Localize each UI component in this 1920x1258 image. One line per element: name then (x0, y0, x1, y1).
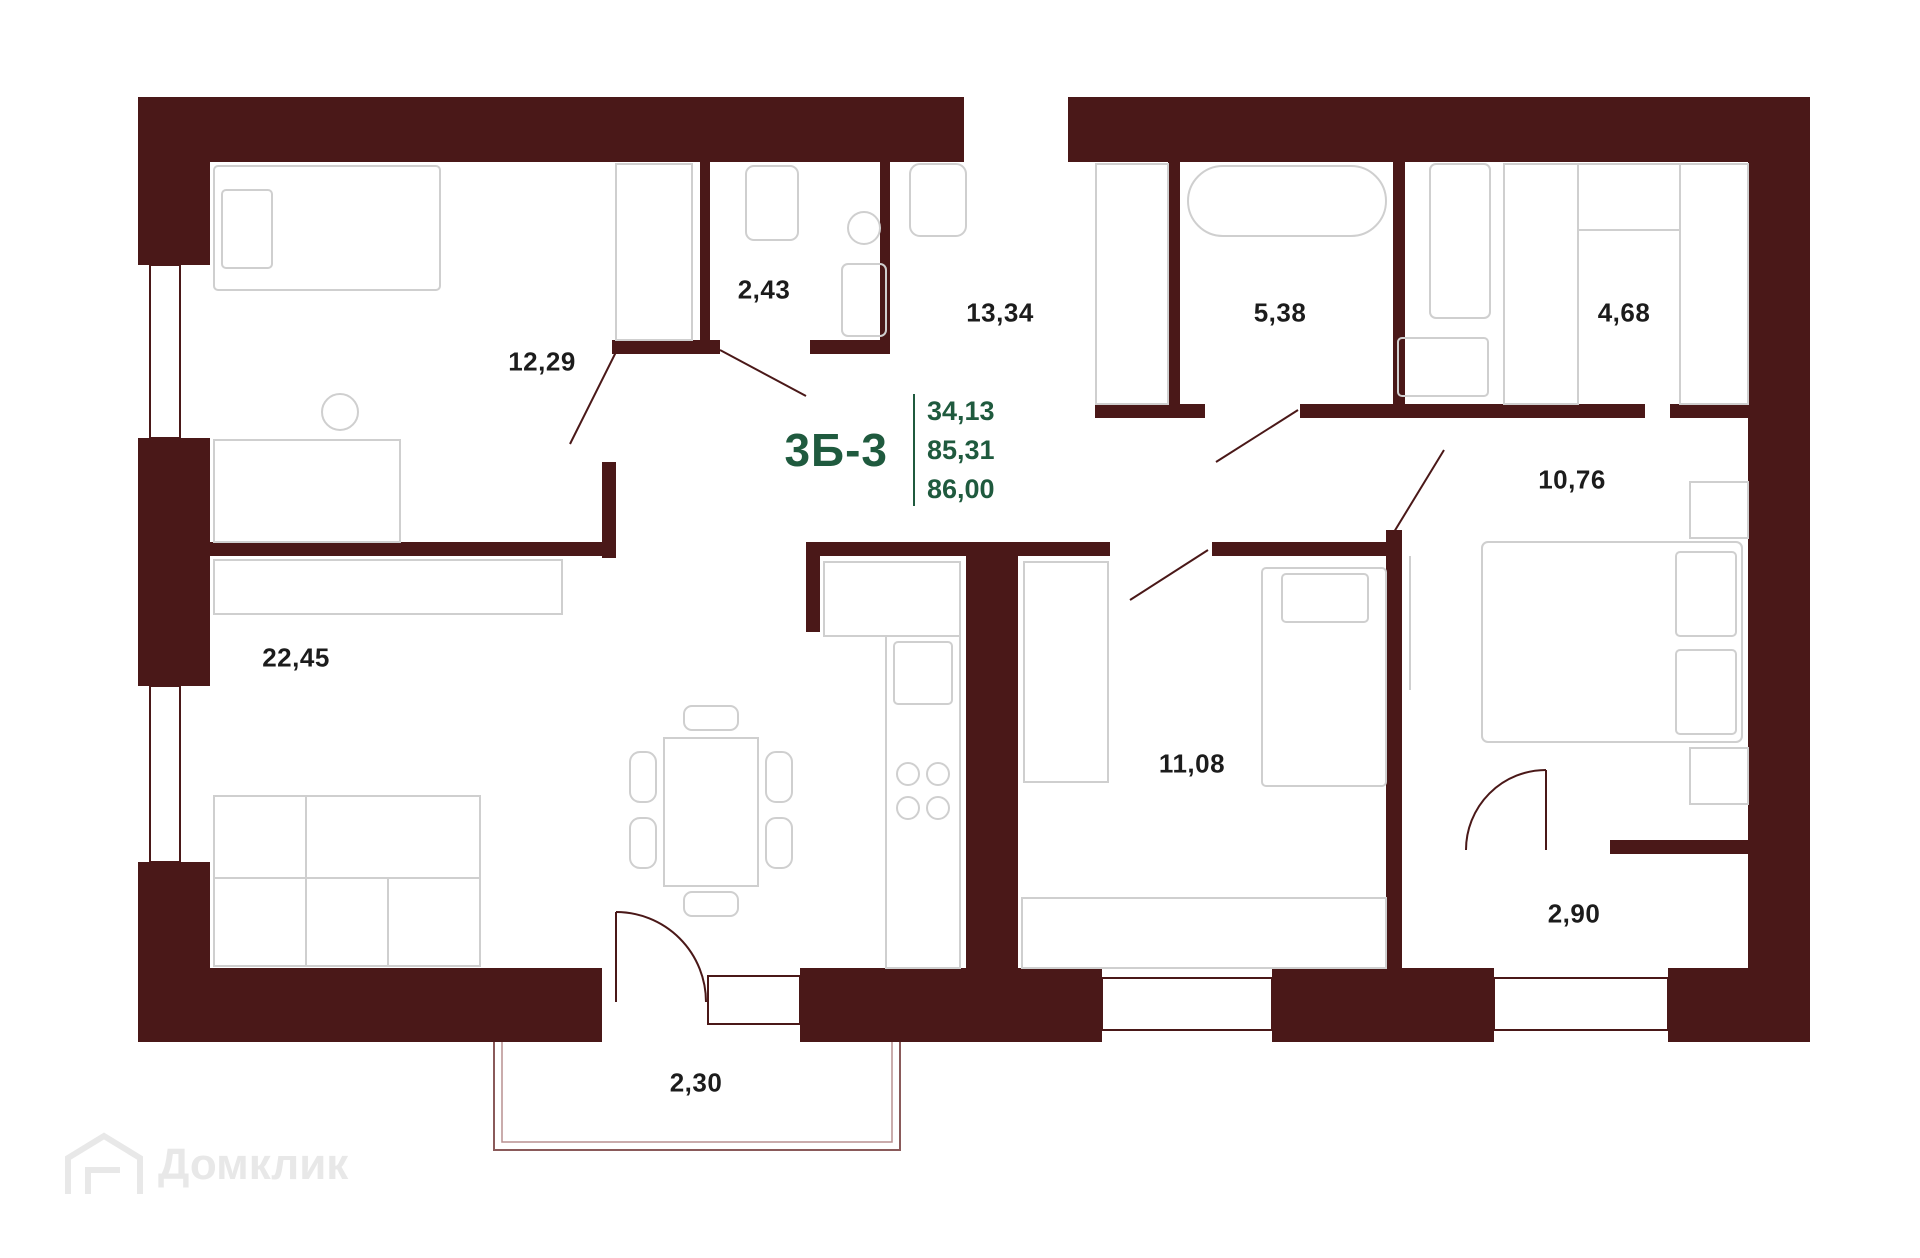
wall-top-left (138, 97, 964, 162)
door-entrance (615, 911, 707, 1003)
window-bottom-3 (707, 975, 801, 1025)
wardrobe-middle (1023, 561, 1109, 783)
doors (569, 349, 1547, 1003)
washer-bath (1397, 337, 1489, 397)
room-area-storage: 2,90 (1547, 898, 1601, 929)
apartment-code: 3Б-3 (784, 424, 888, 476)
wall-inner-q (1610, 840, 1750, 854)
door-bath (1215, 409, 1299, 463)
kitchen-counter (823, 561, 961, 637)
wardrobe-small (615, 163, 693, 341)
door-toilet (719, 349, 807, 397)
wall-left-2 (138, 438, 210, 686)
room-area-living-kitchen: 22,45 (262, 642, 330, 673)
room-area-wardrobe: 4,68 (1597, 297, 1651, 328)
wall-inner-a (612, 340, 720, 354)
wall-inner-f (810, 340, 890, 354)
windows (149, 264, 1669, 1031)
wall-right (1748, 97, 1810, 1042)
window-left-1 (149, 264, 181, 439)
wall-inner-g (1168, 160, 1180, 418)
bed-master (1481, 541, 1743, 743)
balcony-inner (501, 1042, 893, 1143)
kitchen-row (885, 635, 961, 969)
furniture (213, 163, 1749, 969)
walls (138, 97, 1810, 1042)
wardrobe-hall (1095, 163, 1169, 405)
wall-left-1 (138, 97, 210, 265)
total-area-with-balcony: 86,00 (927, 474, 995, 504)
desk-middle (1021, 897, 1387, 969)
wall-bottom-2 (800, 968, 1102, 1042)
bed-middle (1261, 567, 1387, 787)
total-area: 85,31 (927, 435, 995, 465)
apartment-totals: 34,13 85,31 86,00 (913, 394, 995, 506)
door-master (1393, 449, 1445, 533)
wall-bottom-4 (1668, 968, 1810, 1042)
window-bottom-1 (1101, 977, 1273, 1031)
wall-inner-m (806, 542, 820, 632)
washer (847, 211, 881, 245)
desk-small (213, 439, 401, 543)
wall-inner-k (1670, 404, 1750, 418)
total-living-area: 34,13 (927, 396, 995, 426)
wall-inner-n (1212, 542, 1392, 556)
chair-small (321, 393, 359, 431)
cabinet-hall (909, 163, 967, 237)
wall-inner-j (1393, 160, 1405, 418)
room-area-toilet: 2,43 (737, 274, 791, 305)
wall-inner-l (806, 542, 1110, 556)
wall-bottom-1 (138, 968, 602, 1042)
nightstand-2 (1689, 747, 1749, 805)
bed-small (213, 165, 441, 291)
bathtub (1187, 165, 1387, 237)
wall-inner-b (602, 462, 616, 558)
door-storage (1465, 769, 1547, 851)
room-area-balcony: 2,30 (669, 1067, 723, 1098)
wall-inner-c (210, 542, 616, 556)
wall-inner-p (1386, 530, 1402, 976)
tv-stand (213, 559, 563, 615)
wall-inner-d (700, 160, 710, 354)
wall-inner-e (880, 160, 890, 354)
wall-inner-i (1300, 404, 1645, 418)
balcony-outline (493, 1042, 901, 1151)
house-icon (65, 1132, 143, 1194)
sink-bath (1429, 163, 1491, 319)
room-area-bedroom-small: 12,29 (508, 346, 576, 377)
wardrobe-b (1679, 163, 1749, 405)
door-middle (1129, 549, 1209, 601)
door-bedroom-small (569, 351, 617, 445)
nightstand-1 (1689, 481, 1749, 539)
dining-table (663, 737, 759, 887)
wardrobe-a (1503, 163, 1579, 405)
wall-inner-o (966, 556, 1018, 976)
wall-bottom-3 (1272, 968, 1494, 1042)
room-area-bedroom-middle: 11,08 (1158, 748, 1226, 779)
room-area-bathroom: 5,38 (1253, 297, 1307, 328)
room-area-bedroom-master: 10,76 (1538, 464, 1606, 495)
window-left-2 (149, 685, 181, 863)
window-bottom-2 (1493, 977, 1669, 1031)
sink-toilet (841, 263, 887, 337)
wall-top-right (1068, 97, 1810, 162)
toilet-bowl (745, 165, 799, 241)
room-area-hall: 13,34 (966, 297, 1034, 328)
watermark-logo: Домклик (64, 1130, 348, 1200)
watermark-text: Домклик (158, 1140, 349, 1189)
rail-wardrobe (1577, 163, 1681, 231)
wall-inner-h (1095, 404, 1205, 418)
sofa (213, 795, 481, 967)
